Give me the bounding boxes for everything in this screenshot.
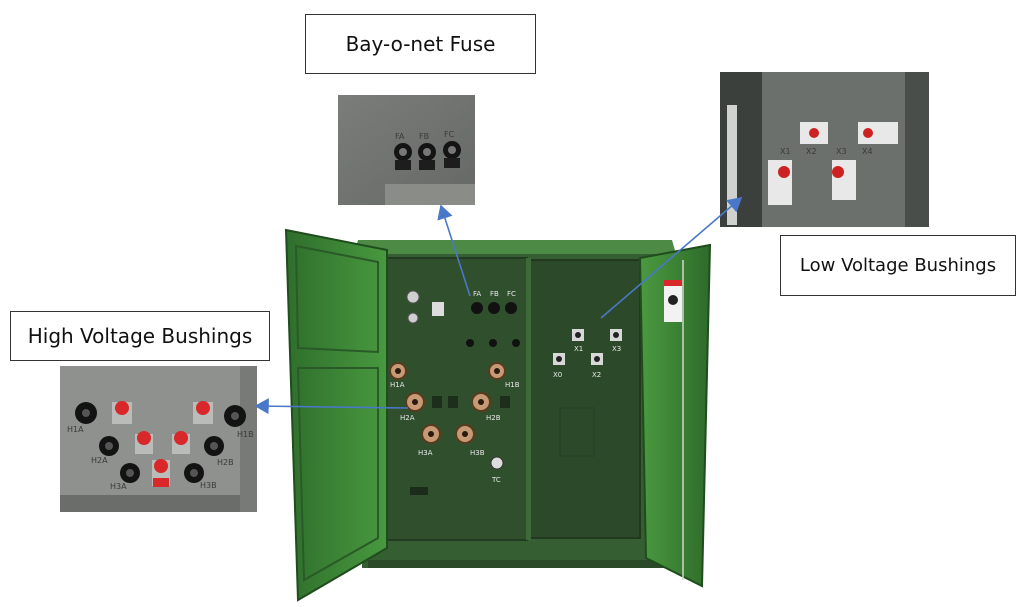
cabinet-hv-tag: H1A: [390, 381, 405, 389]
fuse-photo-tag: FB: [419, 132, 429, 141]
hv-photo-tag: H3A: [110, 482, 127, 491]
cabinet-hv-bushings: H1A H1B H2A H2B H3A H3B: [389, 362, 520, 457]
cabinet-fuse-tag: FC: [507, 290, 516, 298]
cabinet-lv-tag: X2: [592, 371, 601, 379]
lv-arrow: [600, 196, 743, 319]
hv-photo-tag: H3B: [200, 481, 217, 490]
hv-arrow: [254, 398, 409, 415]
hv-photo-tag: H1B: [237, 430, 254, 439]
cabinet-lv-tag: X1: [574, 345, 583, 353]
cabinet-hv-tag: H1B: [505, 381, 520, 389]
cabinet-lv-bushings: X1 X3 X0 X2: [553, 329, 622, 379]
hv-photo-tag: H2A: [91, 456, 108, 465]
high-voltage-bushings-label: High Voltage Bushings: [10, 311, 270, 361]
pad-mounted-transformer-cabinet: FA FB FC H1A H1B H2A H2B H3A H3B: [284, 228, 712, 602]
cabinet-hv-tag: H2A: [400, 414, 415, 422]
cabinet-tc-tag: TC: [491, 476, 501, 484]
lv-compartment: [529, 259, 641, 539]
hv-photo-tag: H1A: [67, 425, 84, 434]
low-voltage-bushings-label: Low Voltage Bushings: [780, 235, 1016, 296]
left-door: [284, 228, 388, 602]
lv-photo-tag: X4: [862, 147, 873, 156]
cabinet-fuse-tag: FB: [490, 290, 499, 298]
hv-photo-tag: H2B: [217, 458, 234, 467]
fuse-photo-tag: FA: [395, 132, 405, 141]
lv-photo-tag: X1: [780, 147, 791, 156]
high-voltage-bushings-photo: H1A H1B H2A H2B H3A H3B: [60, 366, 257, 512]
low-voltage-bushings-photo: X1 X2 X3 X4: [720, 72, 929, 227]
fuse-arrow: [437, 204, 471, 297]
lv-photo-tag: X2: [806, 147, 817, 156]
cabinet-lv-tag: X3: [612, 345, 621, 353]
cabinet-fuse-group: FA FB FC: [471, 290, 517, 314]
cabinet-lv-tag: X0: [553, 371, 562, 379]
right-door: [638, 243, 712, 588]
cabinet-hv-tag: H2B: [486, 414, 501, 422]
bay-o-net-fuse-label: Bay-o-net Fuse: [305, 14, 536, 74]
fuse-photo-tag: FC: [444, 130, 455, 139]
lv-photo-tag: X3: [836, 147, 847, 156]
bay-o-net-fuse-photo: FA FB FC: [338, 95, 475, 205]
cabinet-hv-tag: H3B: [470, 449, 485, 457]
cabinet-fuse-tag: FA: [473, 290, 481, 298]
cabinet-hv-tag: H3A: [418, 449, 433, 457]
